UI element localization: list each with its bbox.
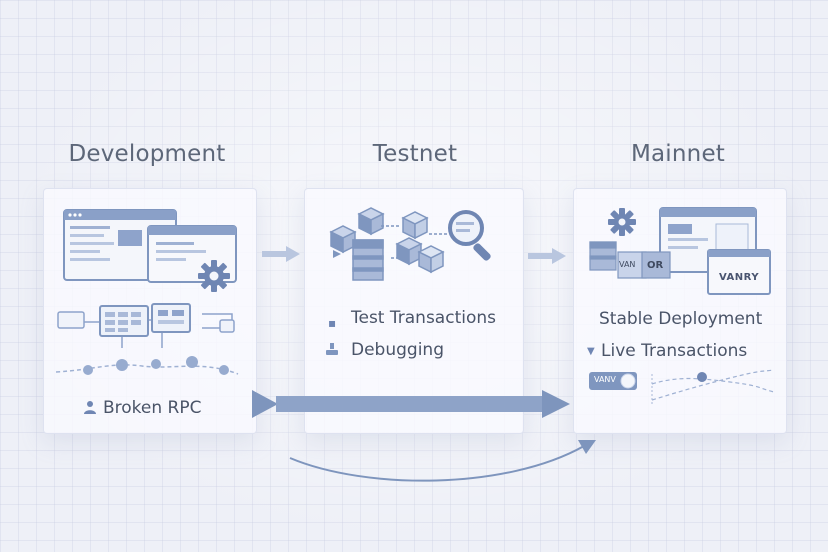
badge-or: OR <box>647 260 664 271</box>
item-live-transactions: Live Transactions <box>601 341 748 361</box>
stage-title-mainnet: Mainnet <box>630 141 726 167</box>
badge-vanry: VANRY <box>719 272 760 283</box>
stage-title-development: Development <box>68 141 226 167</box>
bug-icon <box>326 343 338 355</box>
item-broken-rpc: Broken RPC <box>103 398 202 418</box>
arrow-dev-to-testnet <box>262 246 300 262</box>
network-icon <box>55 303 239 375</box>
user-group-icon <box>84 401 96 414</box>
timeline-graph <box>651 369 775 406</box>
gear-icon <box>198 260 230 292</box>
badge-vanv: VANV <box>594 375 616 384</box>
browser-window-icon <box>63 209 237 283</box>
bullet-icon: ▪ <box>328 316 337 330</box>
triangle-bullet-icon: ▼ <box>587 346 595 357</box>
cube-icon <box>329 207 447 281</box>
server-stack-icon <box>589 207 771 295</box>
arrow-testnet-to-mainnet <box>528 248 566 264</box>
item-test-transactions: Test Transactions <box>351 308 496 328</box>
toggle-icon <box>589 372 637 390</box>
curved-return-arrow <box>289 440 596 482</box>
item-debugging: Debugging <box>351 340 444 360</box>
long-flow-arrow <box>252 390 570 418</box>
item-stable-deployment: Stable Deployment <box>599 309 763 329</box>
stage-title-testnet: Testnet <box>372 141 458 167</box>
magnifier-icon <box>448 210 491 261</box>
badge-van: VAN <box>619 260 636 269</box>
